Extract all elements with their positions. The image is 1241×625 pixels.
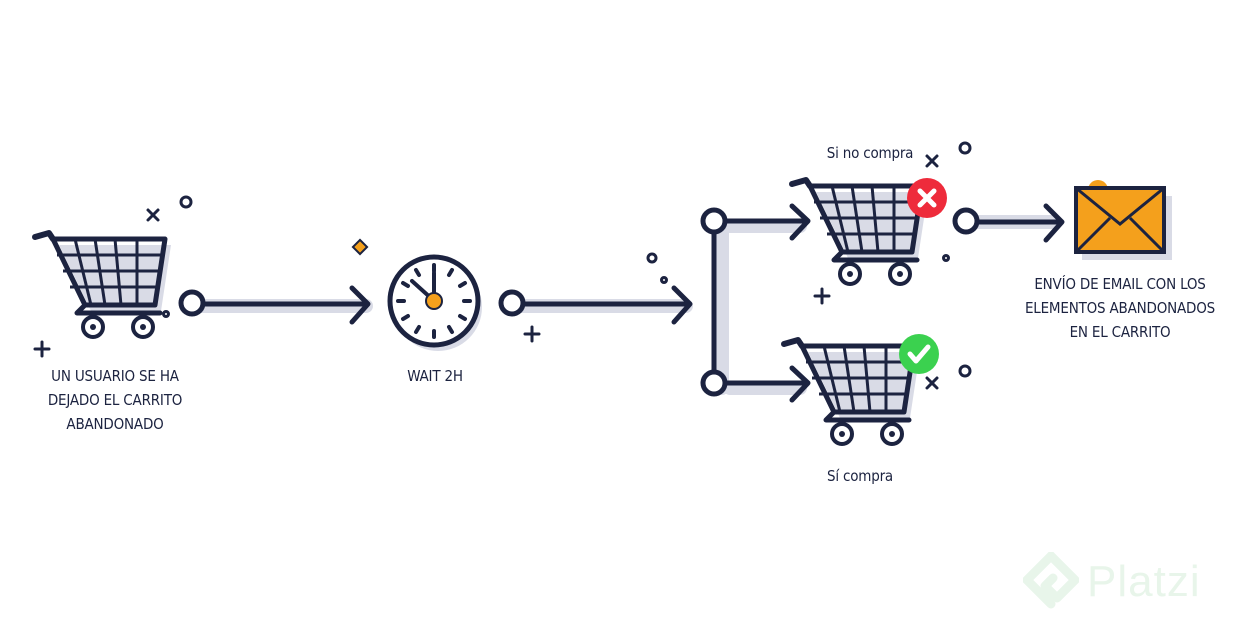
- arrow: [975, 203, 1065, 243]
- shopping-cart-icon: [35, 233, 171, 337]
- decorations: [33, 141, 972, 390]
- label-no-buy: Si no compra: [826, 144, 914, 162]
- label-wait: wait 2h: [407, 367, 463, 385]
- flow-node: [700, 369, 728, 397]
- platzi-logo-icon: [1023, 552, 1079, 609]
- arrow: [201, 285, 371, 325]
- flow-node: [700, 207, 728, 235]
- label-yes-buy: Sí compra: [826, 467, 893, 485]
- clock-icon: [387, 254, 482, 351]
- label-user-abandoned-cart: Un usuario se ha dejado el carrito aband…: [47, 367, 183, 433]
- branch-connector: [711, 203, 811, 403]
- diamond-decoration: [351, 238, 369, 256]
- brand-name: Platzi: [1087, 557, 1201, 606]
- flow-node: [498, 289, 526, 317]
- label-send-email: Envío de email con los elementos abandon…: [1024, 275, 1216, 341]
- envelope-icon: [1074, 180, 1172, 260]
- arrow: [521, 285, 693, 325]
- flow-node: [952, 207, 980, 235]
- platzi-watermark: Platzi: [1023, 552, 1201, 612]
- flow-node: [178, 289, 206, 317]
- check-icon: [899, 334, 939, 374]
- cross-icon: [907, 178, 947, 218]
